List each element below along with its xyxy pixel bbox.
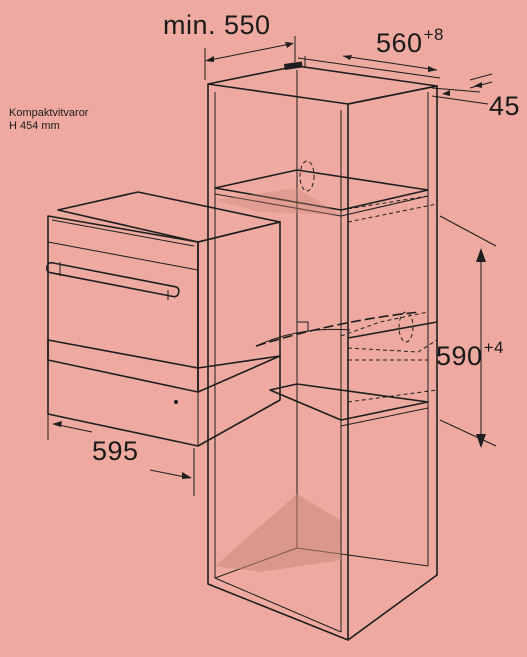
niche-height-tolerance: +4 xyxy=(483,338,504,357)
niche-width-label: 560+8 xyxy=(376,26,444,58)
dimension-niche-height xyxy=(439,215,497,448)
niche-height-label: 590+4 xyxy=(436,339,504,371)
dimension-niche-width xyxy=(284,55,441,79)
dimension-depth-gap xyxy=(431,73,493,105)
min-depth-label: min. 550 xyxy=(163,10,271,40)
appliance-width-label: 595 xyxy=(92,436,139,466)
product-name: Kompaktvitvaror xyxy=(9,107,89,119)
dimension-appliance-width xyxy=(47,398,195,496)
depth-gap-label: 45 xyxy=(489,91,521,121)
product-height: H 454 mm xyxy=(9,120,60,132)
dimension-min-depth xyxy=(204,36,296,80)
niche-width-tolerance: +8 xyxy=(423,25,444,44)
insertion-pointer xyxy=(255,311,421,347)
product-note: Kompaktvitvaror H 454 mm xyxy=(9,107,88,133)
niche-width-value: 560 xyxy=(376,28,423,58)
niche-height-value: 590 xyxy=(436,341,483,371)
cabinet xyxy=(207,65,438,641)
